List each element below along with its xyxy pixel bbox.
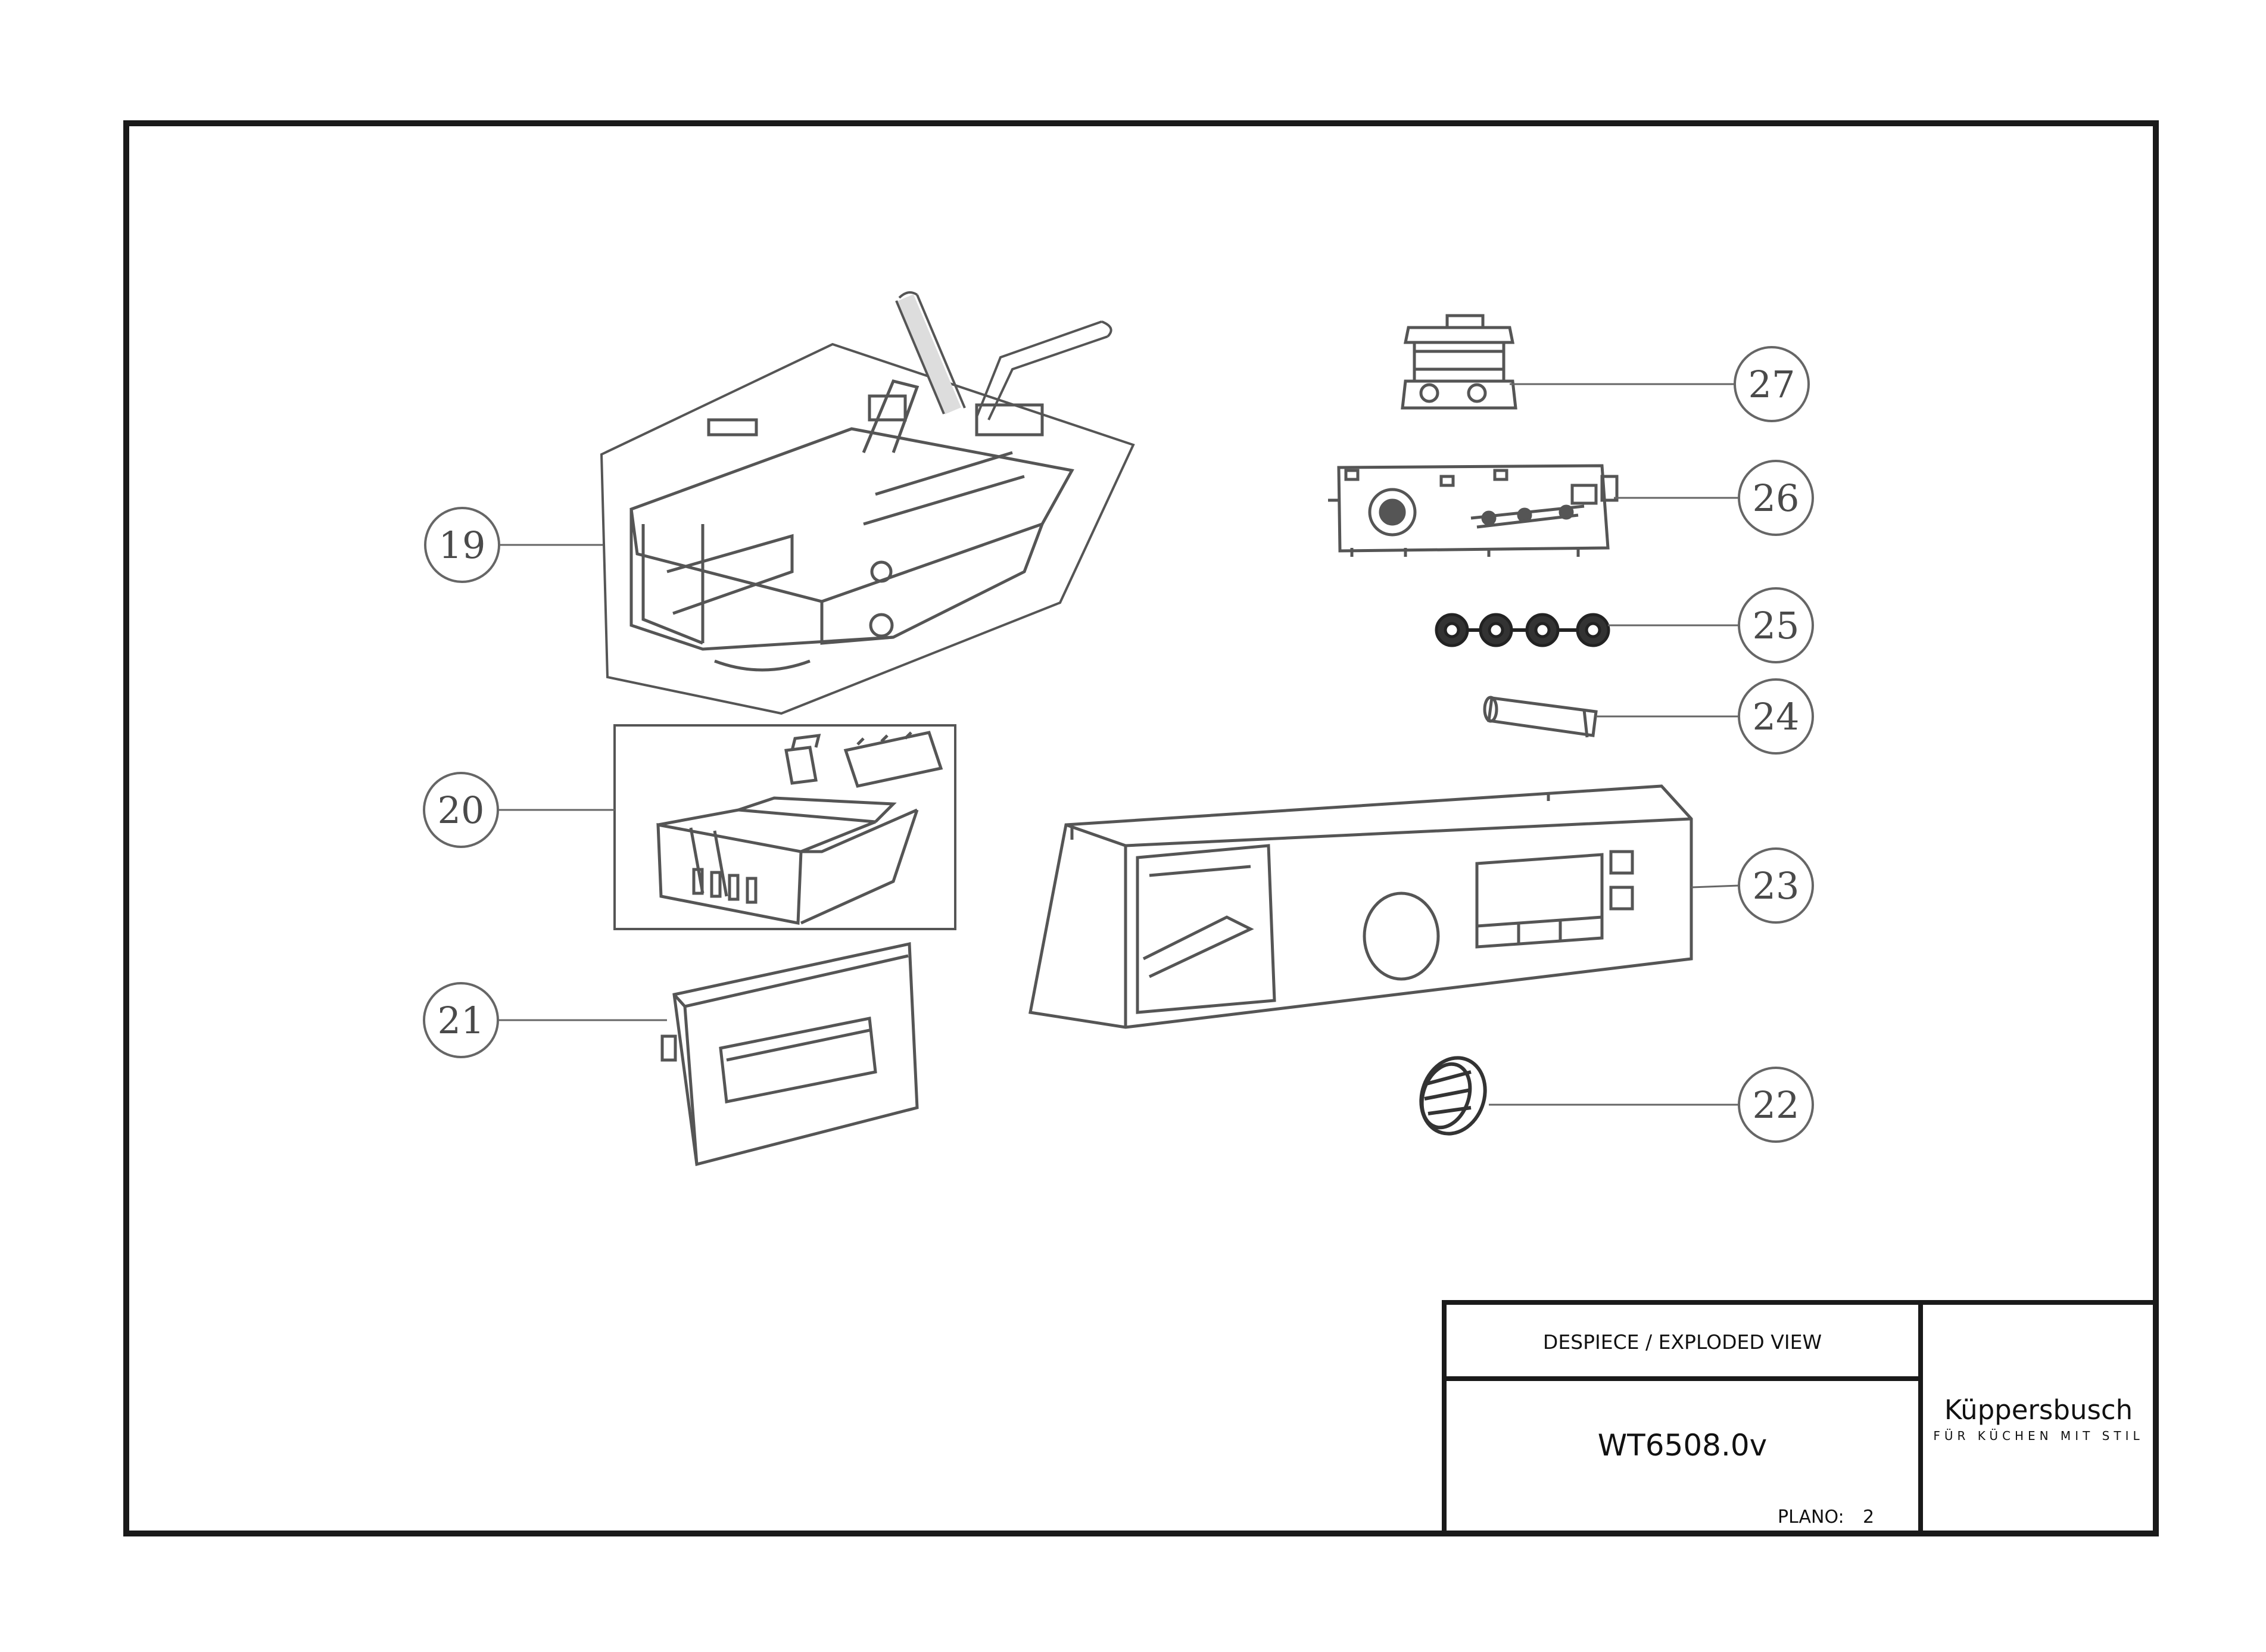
callout-25: 25 [1738, 587, 1814, 663]
callout-23: 23 [1738, 847, 1814, 924]
brand-logo: Küppersbusch FÜR KÜCHEN MIT STIL [1933, 1394, 2143, 1443]
svg-text:23: 23 [1753, 864, 1800, 908]
title-block [1442, 1300, 2158, 1536]
svg-text:25: 25 [1753, 604, 1800, 647]
svg-text:19: 19 [439, 523, 486, 567]
callout-20: 20 [423, 772, 499, 848]
part-27-door-lock [1401, 314, 1517, 410]
brand-name: Küppersbusch [1944, 1394, 2133, 1426]
callout-19: 19 [424, 507, 500, 583]
callout-21: 21 [423, 982, 499, 1058]
svg-text:20: 20 [438, 788, 485, 832]
part-21-drawer-handle [660, 942, 919, 1167]
leader-lines [498, 383, 1740, 1106]
svg-text:24: 24 [1753, 695, 1800, 738]
callout-27: 27 [1734, 346, 1810, 422]
svg-text:27: 27 [1748, 363, 1796, 406]
part-20-dispenser-drawer [613, 724, 956, 930]
svg-text:21: 21 [438, 999, 485, 1042]
plano-number: 2 [1863, 1507, 1874, 1528]
callout-24: 24 [1738, 678, 1814, 755]
callout-22: 22 [1738, 1067, 1814, 1143]
model-number: WT6508.0v [1598, 1428, 1768, 1463]
drawing-frame [123, 120, 2159, 1536]
part-26-electronic-board [1328, 464, 1619, 557]
brand-tagline: FÜR KÜCHEN MIT STIL [1933, 1429, 2143, 1443]
callout-26: 26 [1738, 460, 1814, 536]
part-22-program-knob [1419, 1056, 1487, 1136]
svg-text:22: 22 [1753, 1083, 1800, 1127]
part-19-dispenser-housing [600, 291, 1135, 715]
title-block-heading: DESPIECE / EXPLODED VIEW [1543, 1330, 1822, 1354]
plano-label: PLANO: [1778, 1507, 1844, 1528]
part-25-button-set [1435, 613, 1610, 647]
part-24-push-button [1483, 696, 1598, 738]
part-23-control-panel [1028, 784, 1693, 1029]
leader-23 [1691, 884, 1740, 889]
svg-text:26: 26 [1753, 476, 1800, 520]
